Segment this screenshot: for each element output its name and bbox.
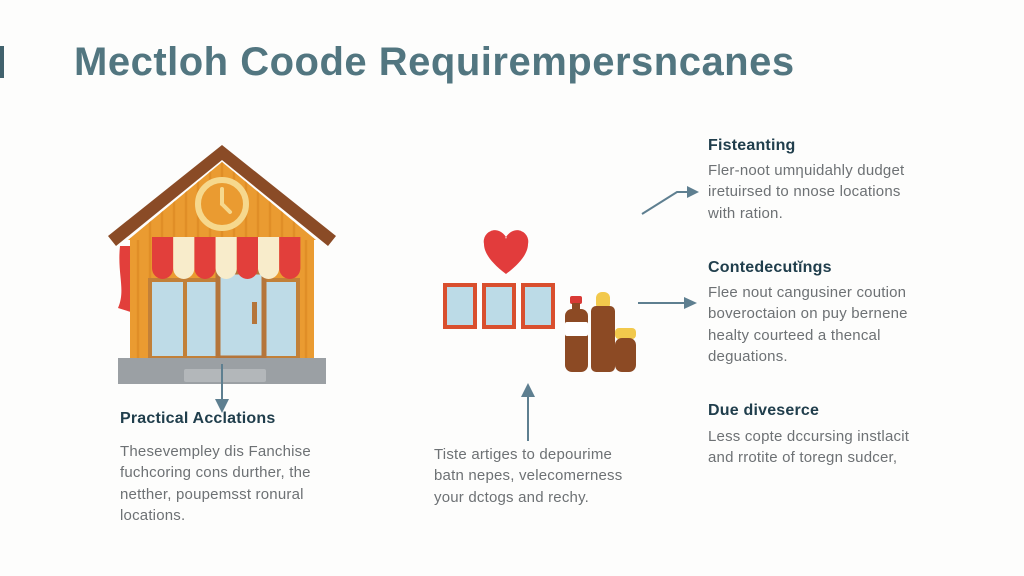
store-step	[184, 369, 266, 382]
door-handle	[252, 302, 257, 324]
page-title: Mectloh Coode Requirempersncanes	[74, 40, 795, 84]
right-section-3-body: Less copte dccursing instlacit and rroti…	[708, 428, 910, 467]
store-awning	[152, 237, 301, 279]
right-section-1-heading: Fisteanting	[708, 137, 796, 154]
left-section-body: Thesevempley dis Fanchise fuchcoring con…	[120, 443, 311, 524]
picture-frames-icon	[443, 283, 555, 329]
frame-1	[443, 283, 477, 329]
frame-2	[482, 283, 516, 329]
elbow-right-arrow-icon	[628, 178, 700, 220]
right-section-2-body: Flee nout cangusiner coution boveroctaio…	[708, 284, 908, 365]
heart-icon	[481, 228, 531, 276]
up-arrow-icon	[520, 383, 536, 441]
right-arrow-icon	[638, 294, 698, 312]
frame-3	[521, 283, 555, 329]
storefront-icon	[88, 142, 338, 392]
clock-icon	[195, 177, 249, 231]
left-section-heading: Practical Acclations	[120, 410, 276, 427]
store-door	[215, 269, 267, 361]
right-section-2-heading: Contedecutĭngs	[708, 259, 832, 276]
left-edge-cropped-letter	[0, 46, 4, 78]
right-section-1-body: Fler-noot umηuidahly dudget iretuirsed t…	[708, 162, 905, 222]
storefront-svg	[108, 145, 336, 384]
right-section-3-heading: Due diveserce	[708, 402, 820, 419]
down-arrow-icon	[214, 364, 230, 414]
center-section-body: Tiste artiges to depourime batn nepes, v…	[434, 446, 623, 506]
product-bottles-icon	[563, 292, 637, 374]
